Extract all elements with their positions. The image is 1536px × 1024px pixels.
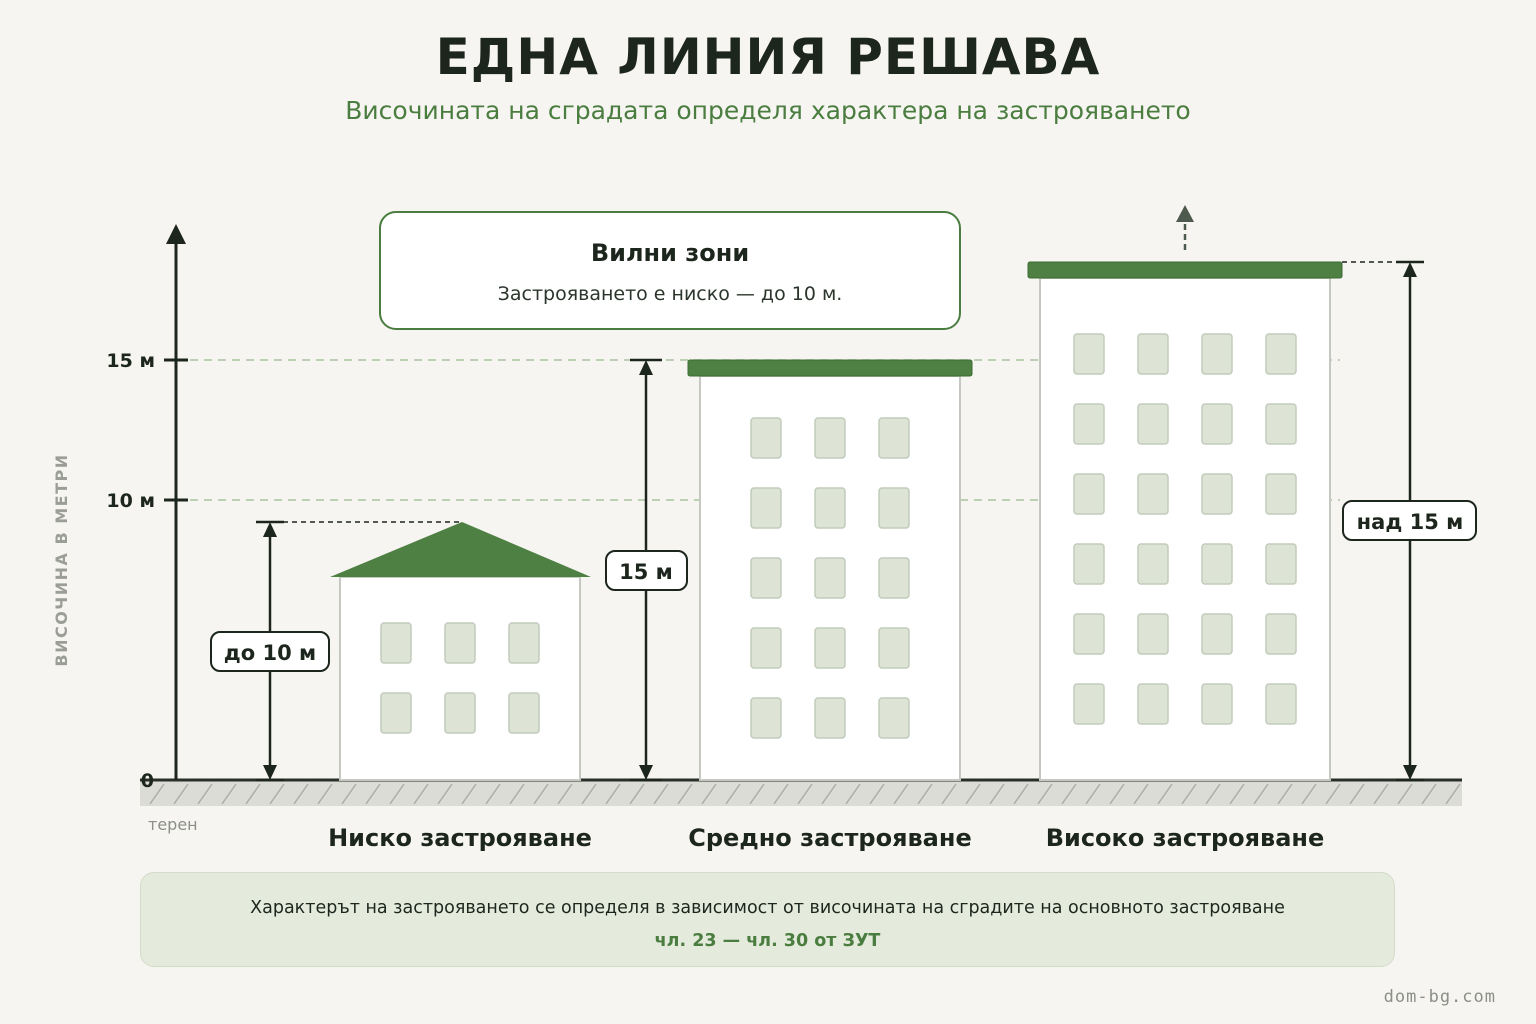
window [1073, 403, 1105, 445]
arrow-up-icon [1176, 205, 1194, 222]
low-height-dimension: до 10 м [210, 520, 460, 782]
medium-building-name: Средно застрояване [688, 824, 971, 852]
window [444, 622, 476, 664]
arrow-up-icon [639, 360, 653, 375]
window [508, 692, 540, 734]
window [814, 627, 846, 669]
window [508, 622, 540, 664]
window [1201, 613, 1233, 655]
window [1201, 683, 1233, 725]
y-axis: 15 м 10 м 0 ВИСОЧИНА В МЕТРИ терен [52, 224, 198, 834]
window [1265, 543, 1297, 585]
villa-zones-callout: Вилни зони Застрояването е ниско — до 10… [379, 211, 961, 330]
arrow-up-icon [1403, 262, 1417, 277]
window [878, 417, 910, 459]
window [1265, 403, 1297, 445]
medium-height-dimension: 15 м [605, 358, 688, 782]
window [750, 487, 782, 529]
window [1201, 543, 1233, 585]
arrow-down-icon [263, 765, 277, 780]
window [1073, 613, 1105, 655]
window [1137, 543, 1169, 585]
low-building-roof [330, 522, 591, 577]
window [1201, 473, 1233, 515]
window [814, 697, 846, 739]
window [878, 697, 910, 739]
legal-note-reference: чл. 23 — чл. 30 от ЗУТ [654, 931, 881, 951]
tick-label-10m: 10 м [106, 490, 155, 512]
window [750, 417, 782, 459]
window [750, 627, 782, 669]
arrow-down-icon [1403, 765, 1417, 780]
window [1201, 403, 1233, 445]
ground-label: терен [148, 815, 198, 834]
window [814, 557, 846, 599]
window [878, 487, 910, 529]
axis-label: ВИСОЧИНА В МЕТРИ [52, 453, 71, 666]
arrow-down-icon [639, 765, 653, 780]
callout-title: Вилни зони [591, 239, 749, 267]
page-title: ЕДНА ЛИНИЯ РЕШАВА [435, 28, 1101, 86]
window [1265, 613, 1297, 655]
ground [140, 778, 1462, 806]
low-building-name: Ниско застрояване [328, 824, 592, 852]
window [444, 692, 476, 734]
window [750, 557, 782, 599]
window [814, 417, 846, 459]
medium-height-label: 15 м [619, 560, 673, 584]
window [1137, 333, 1169, 375]
high-building-roof [1027, 261, 1343, 279]
page-subtitle: Височината на сградата определя характер… [345, 96, 1191, 125]
window [1137, 613, 1169, 655]
high-building [1027, 205, 1343, 781]
site-credit: dom-bg.com [1383, 987, 1496, 1007]
low-building [330, 522, 591, 781]
window [380, 622, 412, 664]
window [380, 692, 412, 734]
window [1265, 473, 1297, 515]
window [1073, 683, 1105, 725]
legal-note: Характерът на застрояването се определя … [140, 872, 1395, 967]
window [878, 627, 910, 669]
high-height-label: над 15 м [1357, 510, 1464, 534]
window [1137, 683, 1169, 725]
window [878, 557, 910, 599]
window [1137, 403, 1169, 445]
legal-note-text: Характерът на застрояването се определя … [250, 898, 1285, 918]
window [1201, 333, 1233, 375]
window [1073, 473, 1105, 515]
medium-building-roof [687, 359, 973, 377]
arrow-up-icon [263, 522, 277, 537]
axis-arrow-icon [166, 224, 186, 244]
callout-text: Застрояването е ниско — до 10 м. [498, 283, 843, 305]
window [1265, 683, 1297, 725]
medium-building [687, 359, 973, 781]
window [1073, 543, 1105, 585]
window [1137, 473, 1169, 515]
tick-label-0: 0 [141, 770, 154, 792]
window [1073, 333, 1105, 375]
low-height-label: до 10 м [224, 641, 316, 665]
high-height-dimension: над 15 м [1342, 260, 1477, 782]
tick-label-15m: 15 м [106, 350, 155, 372]
window [750, 697, 782, 739]
window [1265, 333, 1297, 375]
window [814, 487, 846, 529]
high-building-name: Високо застрояване [1046, 824, 1325, 852]
